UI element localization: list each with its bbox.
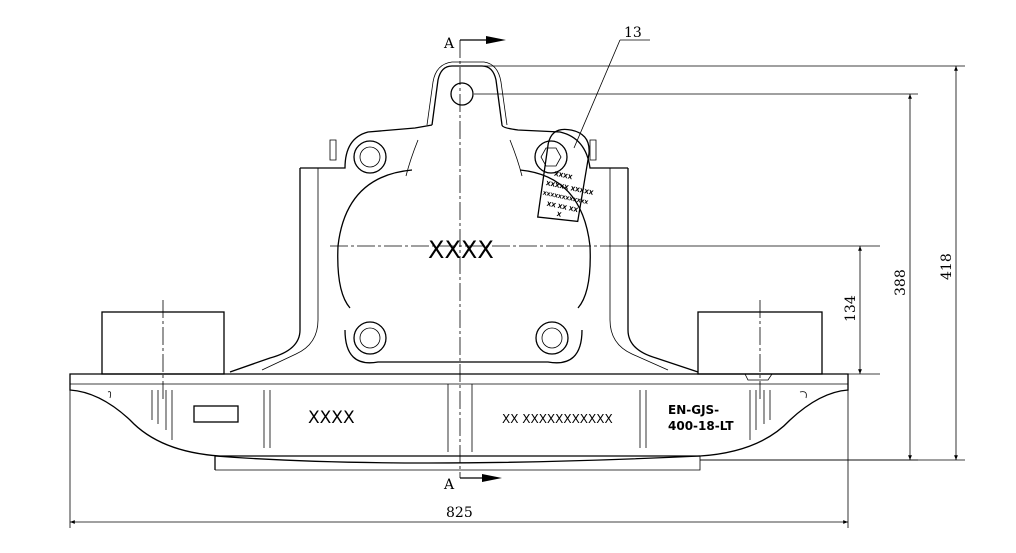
bolt-bottom-left (353, 321, 387, 355)
dim-418-label: 418 (939, 253, 955, 280)
right-block (697, 300, 823, 400)
callout-13: 13 (624, 25, 642, 41)
bolt-top-right (534, 140, 568, 174)
material-line1: EN-GJS- (668, 403, 719, 417)
section-label-bottom: A (443, 477, 455, 493)
id-plate: XXXX XXXXX XXXXX XXXXXXXXXXXX XX XX XX X (537, 128, 594, 223)
plate-line5: X (556, 211, 562, 219)
section-label-top: A (443, 36, 455, 52)
center-mark: XXXX (428, 236, 494, 264)
dim-width-label: 825 (446, 505, 473, 521)
bolt-bottom-right (535, 321, 569, 355)
lug-hole (450, 82, 474, 106)
dim-388-label: 388 (893, 269, 909, 296)
left-block (101, 300, 225, 400)
base-slot (193, 405, 239, 423)
dim-134 (600, 245, 880, 375)
base-left-text: XXXX (308, 408, 355, 428)
plate-line1: XXXX (553, 171, 573, 182)
dim-418 (482, 65, 965, 461)
section-line-a (459, 36, 506, 482)
dim-134-label: 134 (843, 295, 859, 322)
dim-width (69, 390, 849, 528)
casting-body (69, 61, 849, 471)
bolt-top-left (353, 140, 387, 174)
base-ribs (107, 384, 807, 452)
base-mid-text: XX XXXXXXXXXXX (502, 412, 613, 426)
material-line2: 400-18-LT (668, 419, 734, 433)
